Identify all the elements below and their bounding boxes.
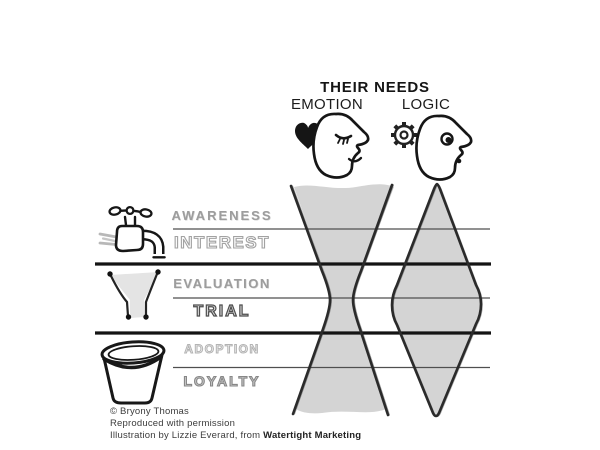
emotion-column-label: EMOTION <box>290 96 364 113</box>
emotion-hourglass-outline <box>289 183 394 417</box>
logic-column-label: LOGIC <box>401 96 451 113</box>
footer-credits: © Bryony Thomas Reproduced with permissi… <box>110 406 361 442</box>
stage-separator-lines <box>95 228 491 369</box>
bucket-icon <box>100 340 166 405</box>
stage-label-loyalty: LOYALTY <box>183 372 261 389</box>
logic-diamond-shape <box>392 184 481 416</box>
stage-label-trial: TRIAL <box>193 302 251 320</box>
stage-label-adoption: ADOPTION <box>184 342 260 357</box>
their-needs-title: THEIR NEEDS <box>320 79 430 96</box>
stage-label-evaluation: EVALUATION <box>173 276 271 291</box>
illustration-credit-line: Illustration by Lizzie Everard, from Wat… <box>110 430 361 442</box>
gear-icon <box>391 122 417 148</box>
funnel-icon <box>107 269 161 320</box>
stage-label-awareness: AWARENESS <box>171 208 273 223</box>
credit-prefix: Illustration by Lizzie Everard, from <box>110 430 264 441</box>
copyright-line: © Bryony Thomas <box>110 406 189 417</box>
stage-label-interest: INTEREST <box>173 232 271 252</box>
permission-line: Reproduced with permission <box>110 418 236 429</box>
book-title: Watertight Marketing <box>263 430 362 441</box>
heart-face-icon <box>295 112 370 179</box>
gear-face-icon <box>391 114 473 181</box>
logic-diamond-outline <box>390 182 483 418</box>
tap-icon <box>98 205 166 259</box>
